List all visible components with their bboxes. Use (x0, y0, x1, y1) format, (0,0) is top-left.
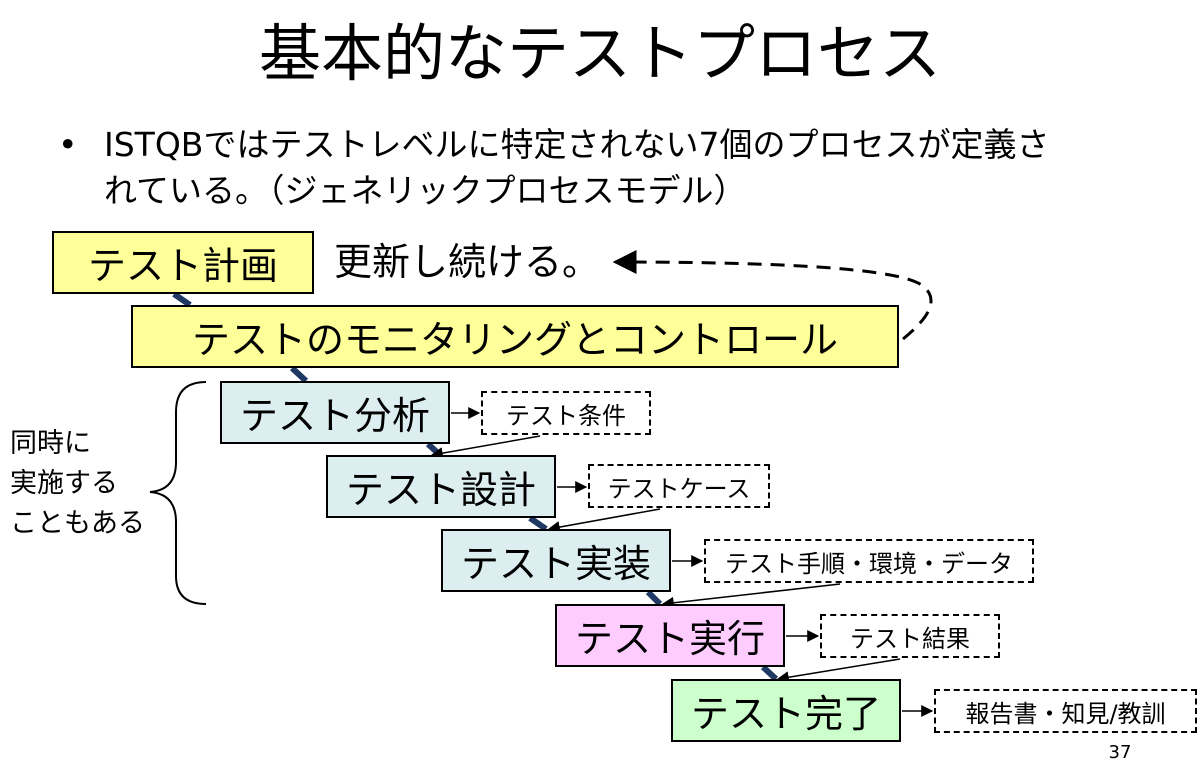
input-arrow (547, 508, 661, 533)
test-implementation-box: テスト実装 (441, 529, 671, 592)
input-arrow (661, 583, 841, 609)
timeline-segment (289, 365, 309, 384)
completion-report-output: 報告書・知見/教訓 (934, 689, 1197, 733)
concurrent-note: 同時に 実施する こともある (10, 424, 160, 544)
test-planning-box: テスト計画 (52, 231, 314, 294)
test-completion-box: テスト完了 (671, 679, 901, 742)
timeline-segment (528, 515, 548, 532)
test-cases-output: テストケース (588, 464, 770, 508)
timeline-segment (760, 664, 779, 682)
test-design-box: テスト設計 (326, 455, 556, 518)
concurrent-note-line: 同時に (10, 428, 91, 459)
bullet-line-2: れている。（ジェネリックプロセスモデル） (104, 171, 747, 210)
test-analysis-box: テスト分析 (220, 381, 450, 444)
concurrent-note-line: こともある (10, 508, 145, 539)
test-execution-box: テスト実行 (555, 604, 785, 667)
input-arrow (776, 658, 901, 684)
test-procedures-output: テスト手順・環境・データ (704, 539, 1034, 583)
test-monitoring-control-box: テストのモニタリングとコントロール (131, 305, 899, 368)
bullet-line-1: ISTQBではテストレベルに特定されない7個のプロセスが定義さ (104, 125, 1050, 164)
concurrent-note-line: 実施する (10, 468, 118, 499)
page-number: 37 (1108, 742, 1132, 763)
bullet-dot-icon: • (58, 125, 78, 164)
test-conditions-output: テスト条件 (481, 391, 651, 435)
test-results-output: テスト結果 (820, 614, 1000, 658)
concurrent-brace (149, 381, 207, 605)
bullet-text: ISTQBではテストレベルに特定されない7個のプロセスが定義さ れている。（ジェ… (104, 122, 1154, 214)
timeline-segment (172, 291, 192, 308)
input-arrow (430, 435, 541, 460)
slide-title: 基本的なテストプロセス (258, 17, 941, 90)
update-loop-arrow (612, 250, 933, 341)
update-note: 更新し続ける。 (334, 240, 601, 284)
timeline-segment (645, 589, 663, 607)
